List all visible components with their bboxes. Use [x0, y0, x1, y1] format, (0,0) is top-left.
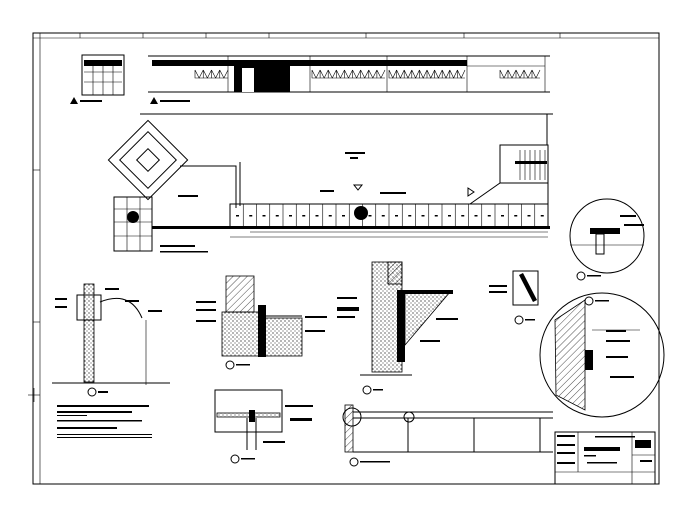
- floor-plan: [107, 113, 553, 253]
- baluster-mark: [540, 215, 544, 217]
- truss-panel: [194, 69, 204, 79]
- truss-panel: [219, 69, 229, 79]
- baluster-mark: [342, 215, 345, 217]
- sheet-border: [28, 32, 660, 485]
- truss-panel: [457, 69, 466, 79]
- truss-panel: [531, 69, 541, 79]
- baluster-mark: [448, 215, 451, 217]
- detail-round-1: [569, 198, 645, 281]
- truss-panel: [434, 69, 443, 79]
- baluster-mark: [236, 215, 239, 217]
- stair-section: [52, 283, 170, 397]
- truss-panel: [336, 69, 345, 79]
- truss-panel: [449, 69, 458, 79]
- baluster-mark: [501, 215, 504, 217]
- detail-1: [196, 275, 327, 370]
- truss-panel: [523, 69, 533, 79]
- title-block: [554, 431, 656, 485]
- truss-panel: [376, 69, 386, 79]
- truss-panel: [441, 69, 451, 79]
- truss-panel: [507, 69, 517, 79]
- truss-panel: [515, 69, 525, 79]
- baluster-mark: [249, 215, 253, 217]
- truss-panel: [388, 69, 397, 79]
- baluster-mark: [474, 215, 478, 217]
- baluster-mark: [421, 215, 425, 217]
- truss-panel: [319, 69, 329, 79]
- detail-2: [337, 261, 458, 395]
- truss-panel: [426, 69, 435, 79]
- baluster-mark: [275, 215, 279, 217]
- truss-panel: [327, 69, 337, 79]
- detail-3: [489, 270, 539, 325]
- detail-round-2: [539, 292, 665, 418]
- baluster-mark: [395, 215, 398, 217]
- truss-panel: [499, 69, 509, 79]
- baluster-mark: [381, 215, 385, 217]
- baluster-mark: [527, 215, 531, 217]
- truss-panel: [352, 69, 361, 79]
- elevation-small: [70, 54, 125, 104]
- truss-panel: [344, 69, 353, 79]
- truss-panel: [368, 69, 378, 79]
- truss-panel: [311, 69, 321, 79]
- baluster-mark: [368, 215, 372, 217]
- baluster-mark: [461, 215, 465, 217]
- truss-panel: [419, 69, 428, 79]
- baluster-mark: [328, 215, 332, 217]
- detail-4: [214, 389, 313, 464]
- truss-panel: [411, 69, 420, 79]
- truss-panel: [202, 69, 212, 79]
- baluster-mark: [434, 215, 438, 217]
- truss-panel: [396, 69, 405, 79]
- baluster-mark: [487, 215, 491, 217]
- baluster-mark: [262, 215, 266, 217]
- baluster-mark: [408, 215, 412, 217]
- baluster-mark: [514, 215, 518, 217]
- baluster-mark: [315, 215, 319, 217]
- general-notes: [57, 405, 152, 438]
- baluster-mark: [302, 215, 306, 217]
- elevation-long: [148, 55, 550, 104]
- railing-elevation: [342, 404, 553, 467]
- truss-panel: [403, 69, 413, 79]
- truss-panel: [360, 69, 370, 79]
- truss-panel: [211, 69, 221, 79]
- baluster-mark: [289, 215, 292, 217]
